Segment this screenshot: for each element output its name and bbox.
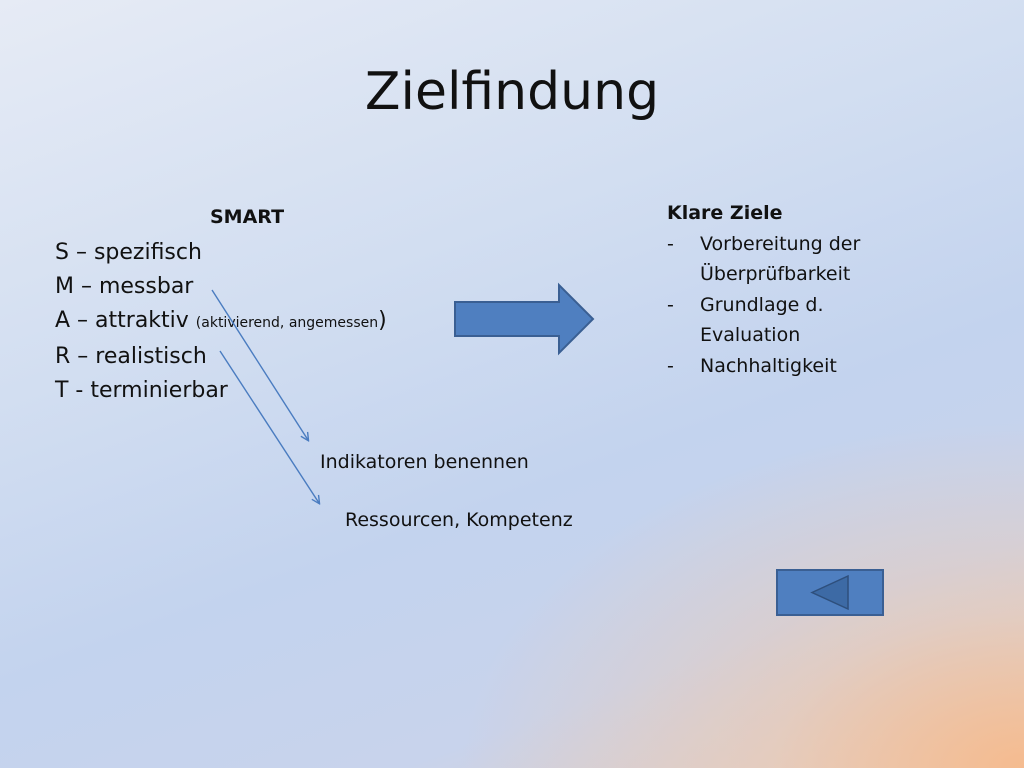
note-indikatoren: Indikatoren benennen [320,451,529,473]
smart-heading: SMART [210,206,285,228]
klare-ziele-item-line: Vorbereitung der [700,232,861,255]
klare-ziele-heading: Klare Ziele [667,202,783,224]
klare-ziele-item-line: Nachhaltigkeit [700,354,837,377]
slide-title: Zielfindung [364,62,660,122]
back-button[interactable] [776,569,884,616]
connector-arrow-messbar [211,289,308,440]
klare-ziele-item-line: Überprüfbarkeit [700,263,851,285]
connector-arrow-realistisch [219,350,319,503]
smart-item-text: A – attraktiv [55,308,196,333]
right-arrow-icon [454,282,595,356]
klare-ziele-item: - Vorbereitung der Überprüfbarkeit [667,229,860,290]
smart-item-t: T - terminierbar [55,374,387,408]
klare-ziele-list: - Vorbereitung der Überprüfbarkeit - Gru… [667,229,860,382]
klare-ziele-item-line: Evaluation [700,324,801,346]
smart-item-a: A – attraktiv (aktivierend, angemessen) [55,304,387,340]
smart-item-small-text: (aktivierend, angemessen [195,315,379,331]
smart-item-text: R – realistisch [55,344,207,369]
smart-item-text: S – spezifisch [55,240,202,265]
smart-item-suffix: ) [378,308,387,333]
smart-item-m: M – messbar [55,270,387,304]
klare-ziele-block: Klare Ziele - Vorbereitung der Überprüfb… [667,198,860,381]
note-ressourcen: Ressourcen, Kompetenz [345,509,573,531]
smart-item-r: R – realistisch [55,340,387,374]
klare-ziele-item-line: Grundlage d. [700,293,824,316]
back-triangle-icon [810,574,849,611]
klare-ziele-item: - Grundlage d. Evaluation [667,290,860,351]
smart-list: S – spezifisch M – messbar A – attraktiv… [55,236,387,408]
bullet-dash: - [667,354,674,377]
klare-ziele-item: - Nachhaltigkeit [667,351,860,382]
bullet-dash: - [667,293,674,316]
smart-item-text: T - terminierbar [55,378,228,403]
bullet-dash: - [667,232,674,255]
smart-item-text: M – messbar [55,274,194,299]
smart-item-s: S – spezifisch [55,236,387,270]
